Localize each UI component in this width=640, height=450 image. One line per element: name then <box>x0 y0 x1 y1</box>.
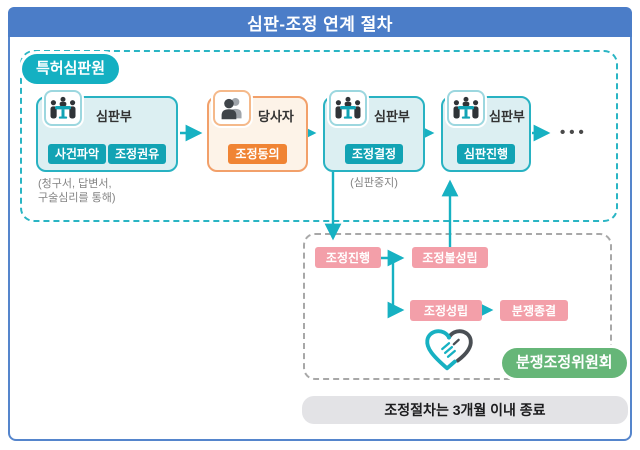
mediation-settled-node: 조정성립 <box>410 300 482 321</box>
dispute-end-node: 분쟁종결 <box>500 300 568 321</box>
mediation-decision-chip: 조정결정 <box>344 144 404 164</box>
page-title: 심판-조정 연계 절차 <box>247 14 393 34</box>
meeting-icon <box>329 90 367 126</box>
mediation-consent-chip: 조정동의 <box>228 144 287 164</box>
handshake-heart-icon <box>422 324 476 381</box>
actor-label: 심판부 <box>96 109 132 124</box>
actor-label: 심판부 <box>374 109 410 124</box>
actor-label: 심판부 <box>489 109 525 124</box>
step1-buttons: 사건파악 조정권유 <box>36 144 178 164</box>
mediation-failed-node: 조정불성립 <box>412 247 488 268</box>
footer-note: 조정절차는 3개월 이내 종료 <box>302 396 628 424</box>
step2-buttons: 조정동의 <box>207 144 308 164</box>
mediation-progress-node: 조정진행 <box>315 247 381 268</box>
step3-caption: (심판중지) <box>350 177 398 189</box>
continuation-ellipsis: ••• <box>560 124 588 141</box>
title-bar: 심판-조정 연계 절차 <box>8 7 632 37</box>
mediation-suggest-chip: 조정권유 <box>108 144 167 164</box>
step1-caption: (청구서, 답변서, 구술심리를 통해) <box>38 178 116 204</box>
committee-label: 분쟁조정위원회 <box>502 348 627 378</box>
case-review-chip: 사건파악 <box>47 144 106 164</box>
patent-board-label: 특허심판원 <box>22 54 120 84</box>
trial-proceed-chip: 심판진행 <box>456 144 516 164</box>
actor-label: 당사자 <box>258 109 294 124</box>
person-icon <box>213 90 251 126</box>
committee-region <box>303 233 612 380</box>
step4-buttons: 심판진행 <box>441 144 531 164</box>
meeting-icon <box>447 90 485 126</box>
patent-board-region <box>20 50 618 222</box>
meeting-icon <box>44 90 82 126</box>
step3-buttons: 조정결정 <box>323 144 425 164</box>
